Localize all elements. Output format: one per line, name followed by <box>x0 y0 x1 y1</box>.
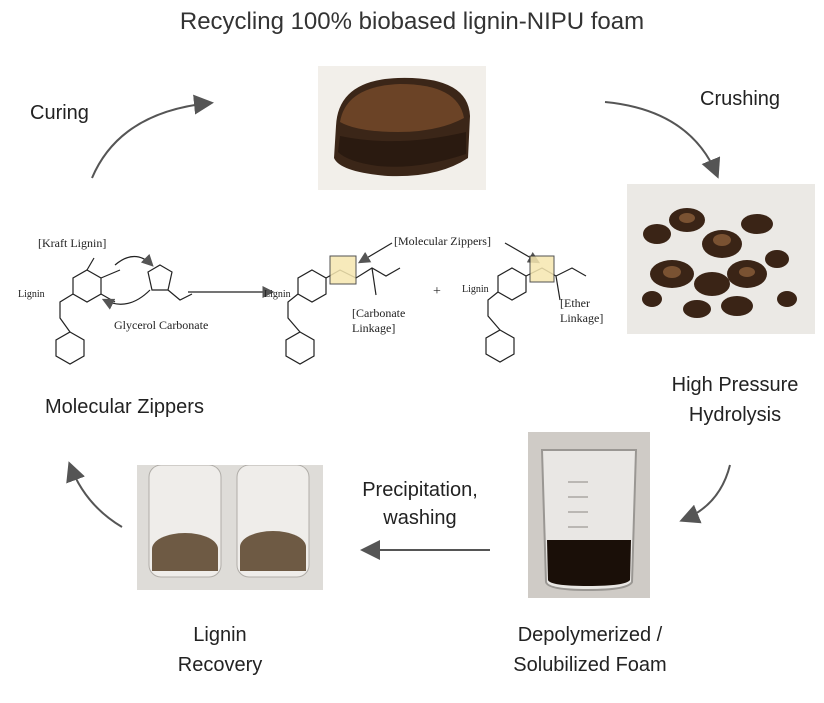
step-crushing-label: Crushing <box>700 88 781 110</box>
kraft-lignin-label: [Kraft Lignin] <box>38 236 107 250</box>
arrow-hydrolysis <box>679 464 731 524</box>
product-ring-2 <box>285 331 315 365</box>
diagram-title: Recycling 100% biobased lignin-NIPU foam <box>179 8 645 35</box>
lignin-ring-1 <box>72 269 102 303</box>
step-curing-label: Curing <box>30 102 89 124</box>
step-molecular-zippers-label: Molecular Zippers <box>45 396 204 418</box>
glycerol-carbonate-label: Glycerol Carbonate <box>114 318 209 332</box>
molecular-zippers-label: [Molecular Zippers] <box>394 234 491 248</box>
beaker-photo <box>528 432 650 598</box>
lignin-label-3: Lignin <box>462 284 489 295</box>
ether-product-ring-2 <box>485 329 515 363</box>
crushed-foam-photo <box>627 184 815 334</box>
arrow-crushing <box>604 101 721 179</box>
arrow-recovery <box>66 461 123 528</box>
lignin-label-2: Lignin <box>264 289 291 300</box>
plus-sign: + <box>433 284 441 299</box>
foam-photo <box>318 66 486 190</box>
ether-product-ring-1 <box>497 267 527 301</box>
vials-photo <box>137 465 323 590</box>
step-precipitation-label: Precipitation,washing <box>362 479 478 529</box>
arrow-curing <box>91 94 214 179</box>
lignin-label-1: Lignin <box>18 289 45 300</box>
carbonate-highlight <box>329 255 357 285</box>
glycerol-carbonate-ring <box>147 264 173 291</box>
lignin-ring-2 <box>55 331 85 365</box>
product-ring-1 <box>297 269 327 303</box>
step-depolymerized-label: Depolymerized /Solubilized Foam <box>513 624 667 676</box>
ether-highlight <box>529 255 555 283</box>
